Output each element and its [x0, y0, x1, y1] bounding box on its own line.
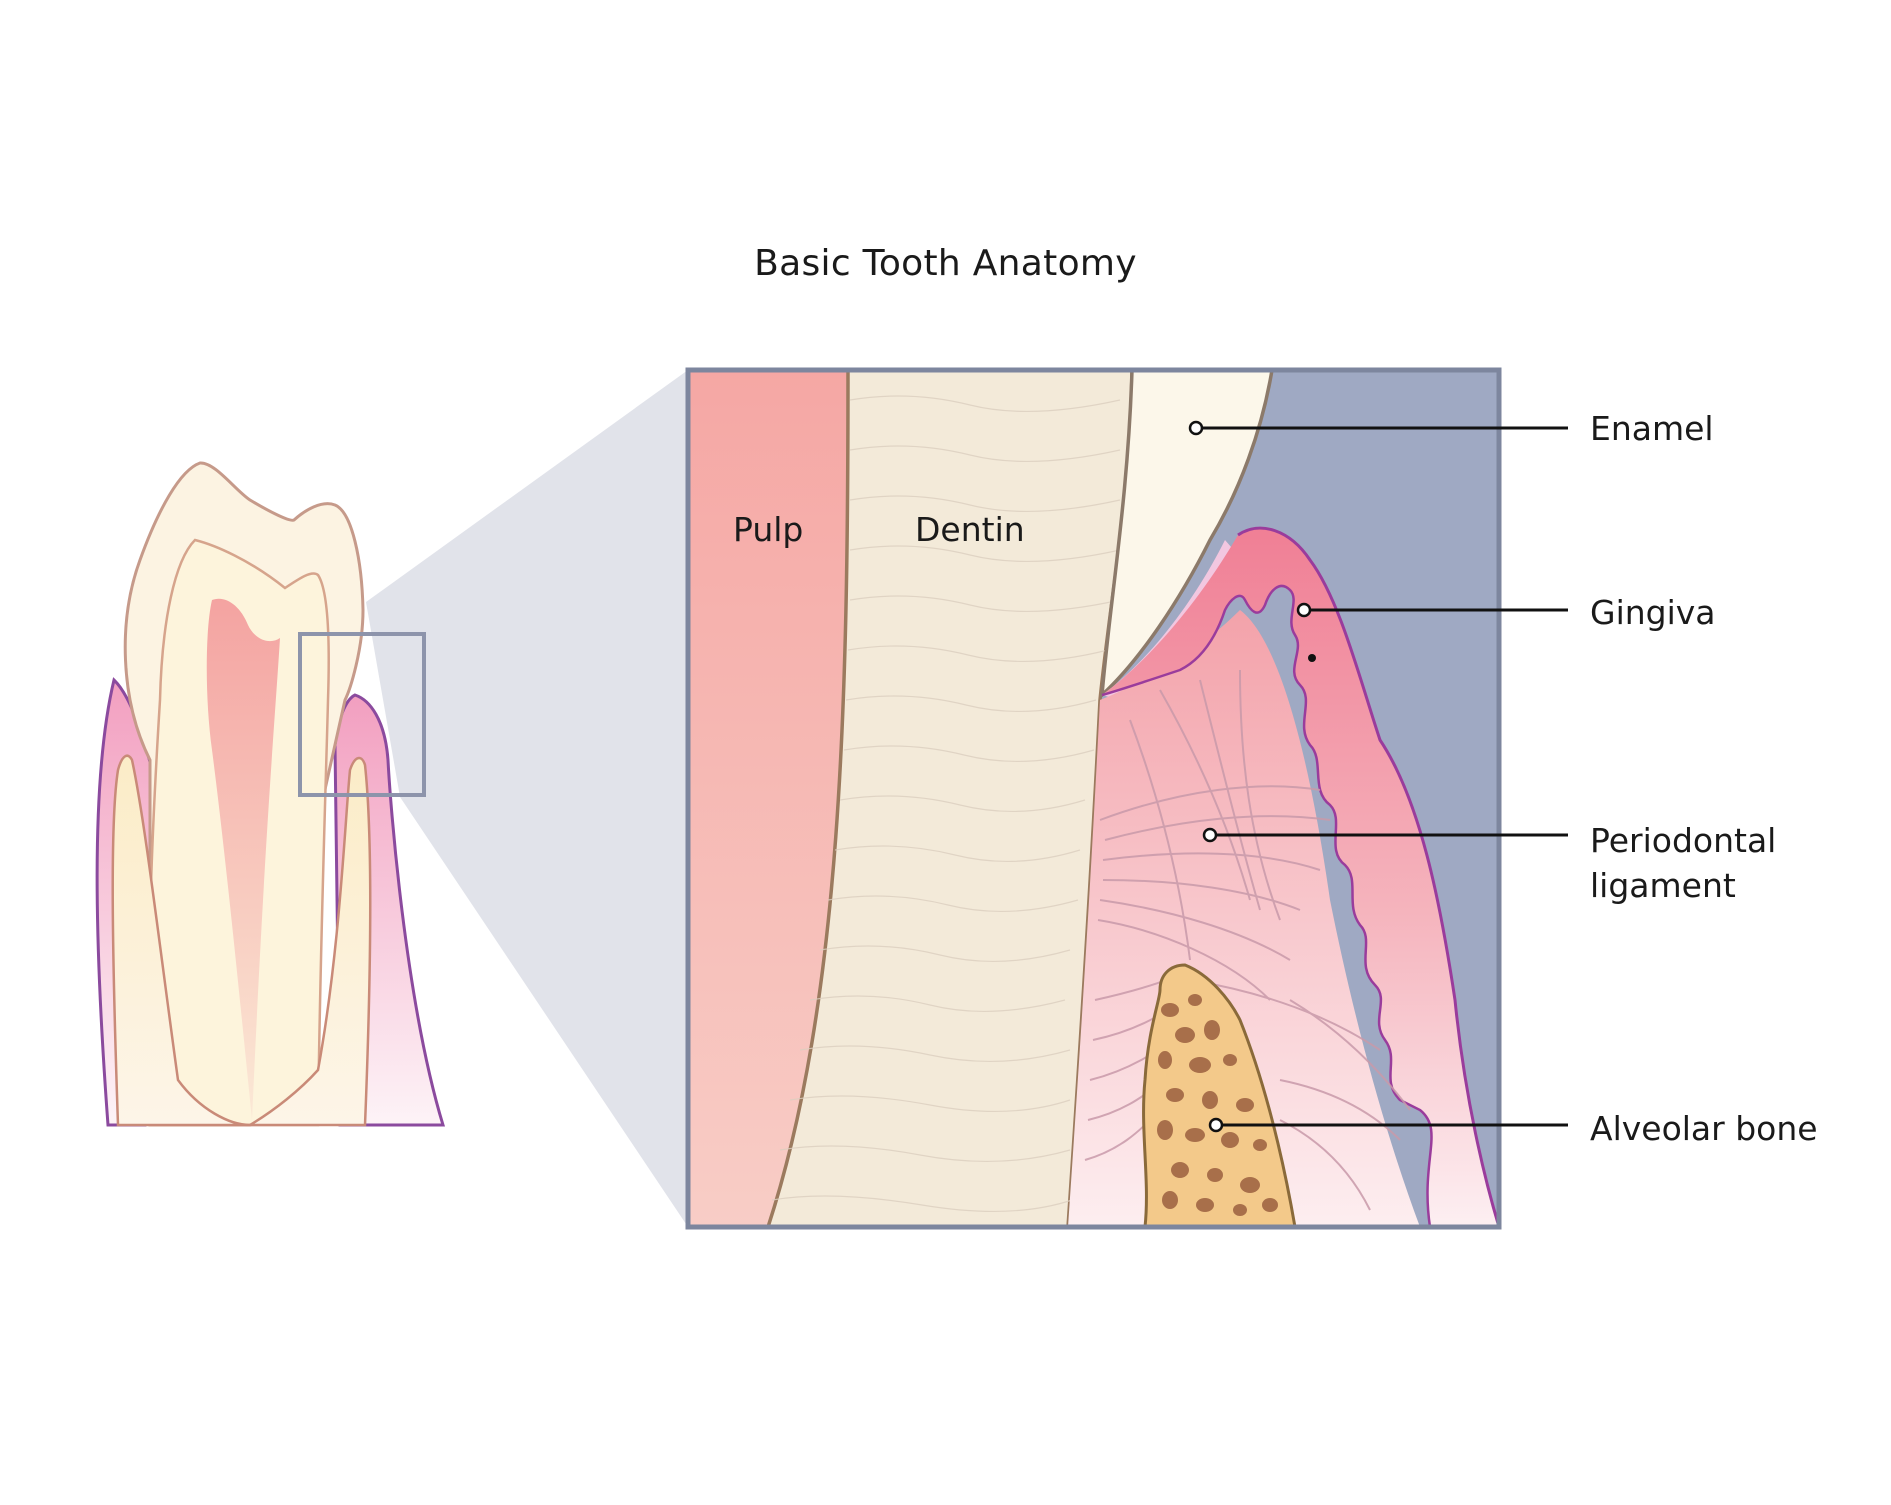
- gingiva-outline: [1237, 526, 1499, 1227]
- enamel-dot: [1188, 420, 1204, 436]
- periodontal-ligament-dot: [1202, 827, 1218, 843]
- small-tooth-root-right: [245, 756, 372, 1127]
- magnified-panel-frame: [685, 367, 1502, 1230]
- sulcus: [1102, 540, 1238, 700]
- gingiva-label: Gingiva: [1590, 593, 1716, 632]
- enamel-region: [1099, 370, 1274, 700]
- small-tooth-illustration: [95, 461, 446, 1127]
- enamel-label: Enamel: [1590, 409, 1714, 448]
- alveolar-bone-dot: [1208, 1117, 1224, 1133]
- periodontal-ligament-label: Periodontal ligament: [1590, 818, 1776, 908]
- pulp-region: [688, 370, 848, 1227]
- gingiva-epithelium: [1101, 584, 1433, 1227]
- small-tooth-pulp: [206, 598, 280, 1120]
- bone-trabeculae: [1157, 994, 1278, 1216]
- dentin-label: Dentin: [915, 510, 1025, 549]
- periodontal-ligament-label-line1: Periodontal: [1590, 821, 1777, 860]
- epithelium-marker: [1308, 654, 1316, 662]
- alveolar-bone-label: Alveolar bone: [1590, 1109, 1818, 1148]
- leader-lines: [1198, 426, 1568, 1127]
- magnified-panel: [688, 370, 1499, 1227]
- dentin-tubules: [771, 395, 1121, 1212]
- pulp-label: Pulp: [733, 510, 804, 549]
- gingiva-region: [1102, 528, 1499, 1227]
- leader-dots: [1188, 420, 1312, 1133]
- gingiva-dot: [1296, 602, 1312, 618]
- periodontal-ligament-label-line2: ligament: [1590, 866, 1736, 905]
- ligament-fibers: [1084, 669, 1411, 1211]
- zoom-cone: [366, 370, 688, 1227]
- small-tooth-zoom-box: [298, 632, 426, 797]
- diagram-title: Basic Tooth Anatomy: [754, 243, 1137, 284]
- small-tooth-root-left: [111, 754, 251, 1127]
